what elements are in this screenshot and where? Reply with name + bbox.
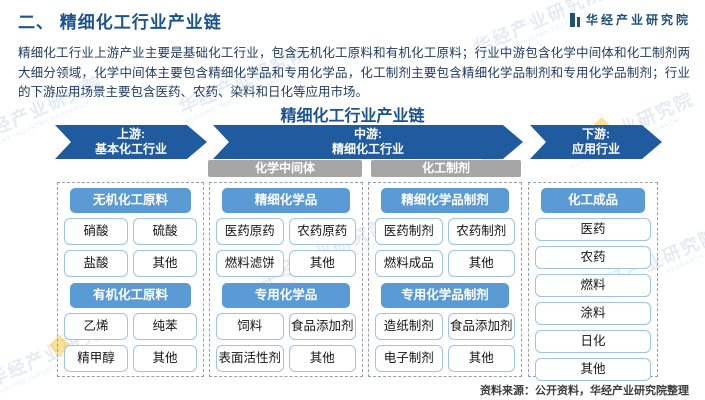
item-box: 医药	[535, 218, 651, 241]
item-box: 造纸制剂	[375, 313, 443, 340]
arrow-downstream-line1: 下游:	[582, 127, 610, 141]
item-box: 食品添加剂	[447, 313, 515, 340]
intro-paragraph: 精细化工行业上游产业主要是基础化工行业，包含无机化工原料和有机化工原料；行业中游…	[18, 46, 690, 99]
arrow-downstream: 下游: 应用行业	[530, 125, 662, 159]
item-box: 涂料	[535, 302, 651, 325]
item-box: 硝酸	[64, 218, 128, 245]
item-box: 燃料成品	[375, 250, 443, 277]
item-box: 燃料	[535, 274, 651, 297]
item-box: 其他	[535, 358, 651, 381]
item-box: 其他	[288, 250, 356, 277]
group-header: 专用化学品	[222, 283, 350, 308]
column-downstream: 化工成品 医药 农药 燃料 涂料 日化 其他	[528, 182, 658, 381]
subheader-chemical-intermediates: 化学中间体	[208, 160, 362, 177]
arrow-downstream-line2: 应用行业	[571, 142, 620, 156]
subheader-chemical-preparations: 化工制剂	[371, 160, 521, 177]
group-header: 有机化工原料	[70, 283, 191, 308]
item-box: 日化	[535, 330, 651, 353]
item-box: 医药原药	[216, 218, 284, 245]
item-box: 农药	[535, 246, 651, 269]
arrow-midstream-line2: 精细化工行业	[331, 142, 404, 156]
logo-text: 华经产业研究院	[585, 13, 691, 27]
group-header: 无机化工原料	[70, 188, 191, 213]
arrow-midstream: 中游: 精细化工行业	[213, 125, 523, 159]
item-box: 农药制剂	[447, 218, 515, 245]
group-header: 专用化学品制剂	[381, 283, 509, 308]
arrow-upstream-line2: 基本化工行业	[94, 142, 167, 156]
item-box: 其他	[447, 250, 515, 277]
item-box: 其他	[288, 345, 356, 372]
item-box: 纯苯	[133, 313, 197, 340]
item-box: 硫酸	[133, 218, 197, 245]
item-box: 乙烯	[64, 313, 128, 340]
company-logo: 华经产业研究院	[569, 11, 691, 28]
item-box: 其他	[133, 345, 197, 372]
group-header: 化工成品	[541, 188, 645, 213]
page-title: 二、 精细化工行业产业链	[18, 13, 222, 32]
column-intermediates: 精细化学品 医药原药 农药原药 燃料滤饼 其他 专用化学品 饲料 食品添加剂 表…	[209, 182, 363, 377]
group-header: 精细化学品	[222, 188, 350, 213]
column-preparations: 精细化学品制剂 医药制剂 农药制剂 燃料成品 其他 专用化学品制剂 造纸制剂 食…	[368, 182, 522, 377]
item-box: 表面活性剂	[216, 345, 284, 372]
logo-bars-icon	[569, 12, 580, 27]
arrow-upstream: 上游: 基本化工行业	[55, 125, 207, 159]
arrow-upstream-line1: 上游:	[117, 127, 145, 141]
source-note: 资料来源：公开资料，华经产业研究院整理	[480, 385, 689, 397]
item-box: 精甲醇	[64, 345, 128, 372]
item-box: 燃料滤饼	[216, 250, 284, 277]
item-box: 其他	[133, 250, 197, 277]
item-box: 农药原药	[288, 218, 356, 245]
item-box: 电子制剂	[375, 345, 443, 372]
group-header: 精细化学品制剂	[381, 188, 509, 213]
column-upstream: 无机化工原料 硝酸 硫酸 盐酸 其他 有机化工原料 乙烯 纯苯 精甲醇 其他	[57, 182, 204, 377]
item-box: 饲料	[216, 313, 284, 340]
item-box: 食品添加剂	[288, 313, 356, 340]
diagram-title: 精细化工行业产业链	[280, 108, 425, 125]
item-box: 其他	[447, 345, 515, 372]
arrow-midstream-line1: 中游:	[354, 127, 382, 141]
item-box: 医药制剂	[375, 218, 443, 245]
item-box: 盐酸	[64, 250, 128, 277]
